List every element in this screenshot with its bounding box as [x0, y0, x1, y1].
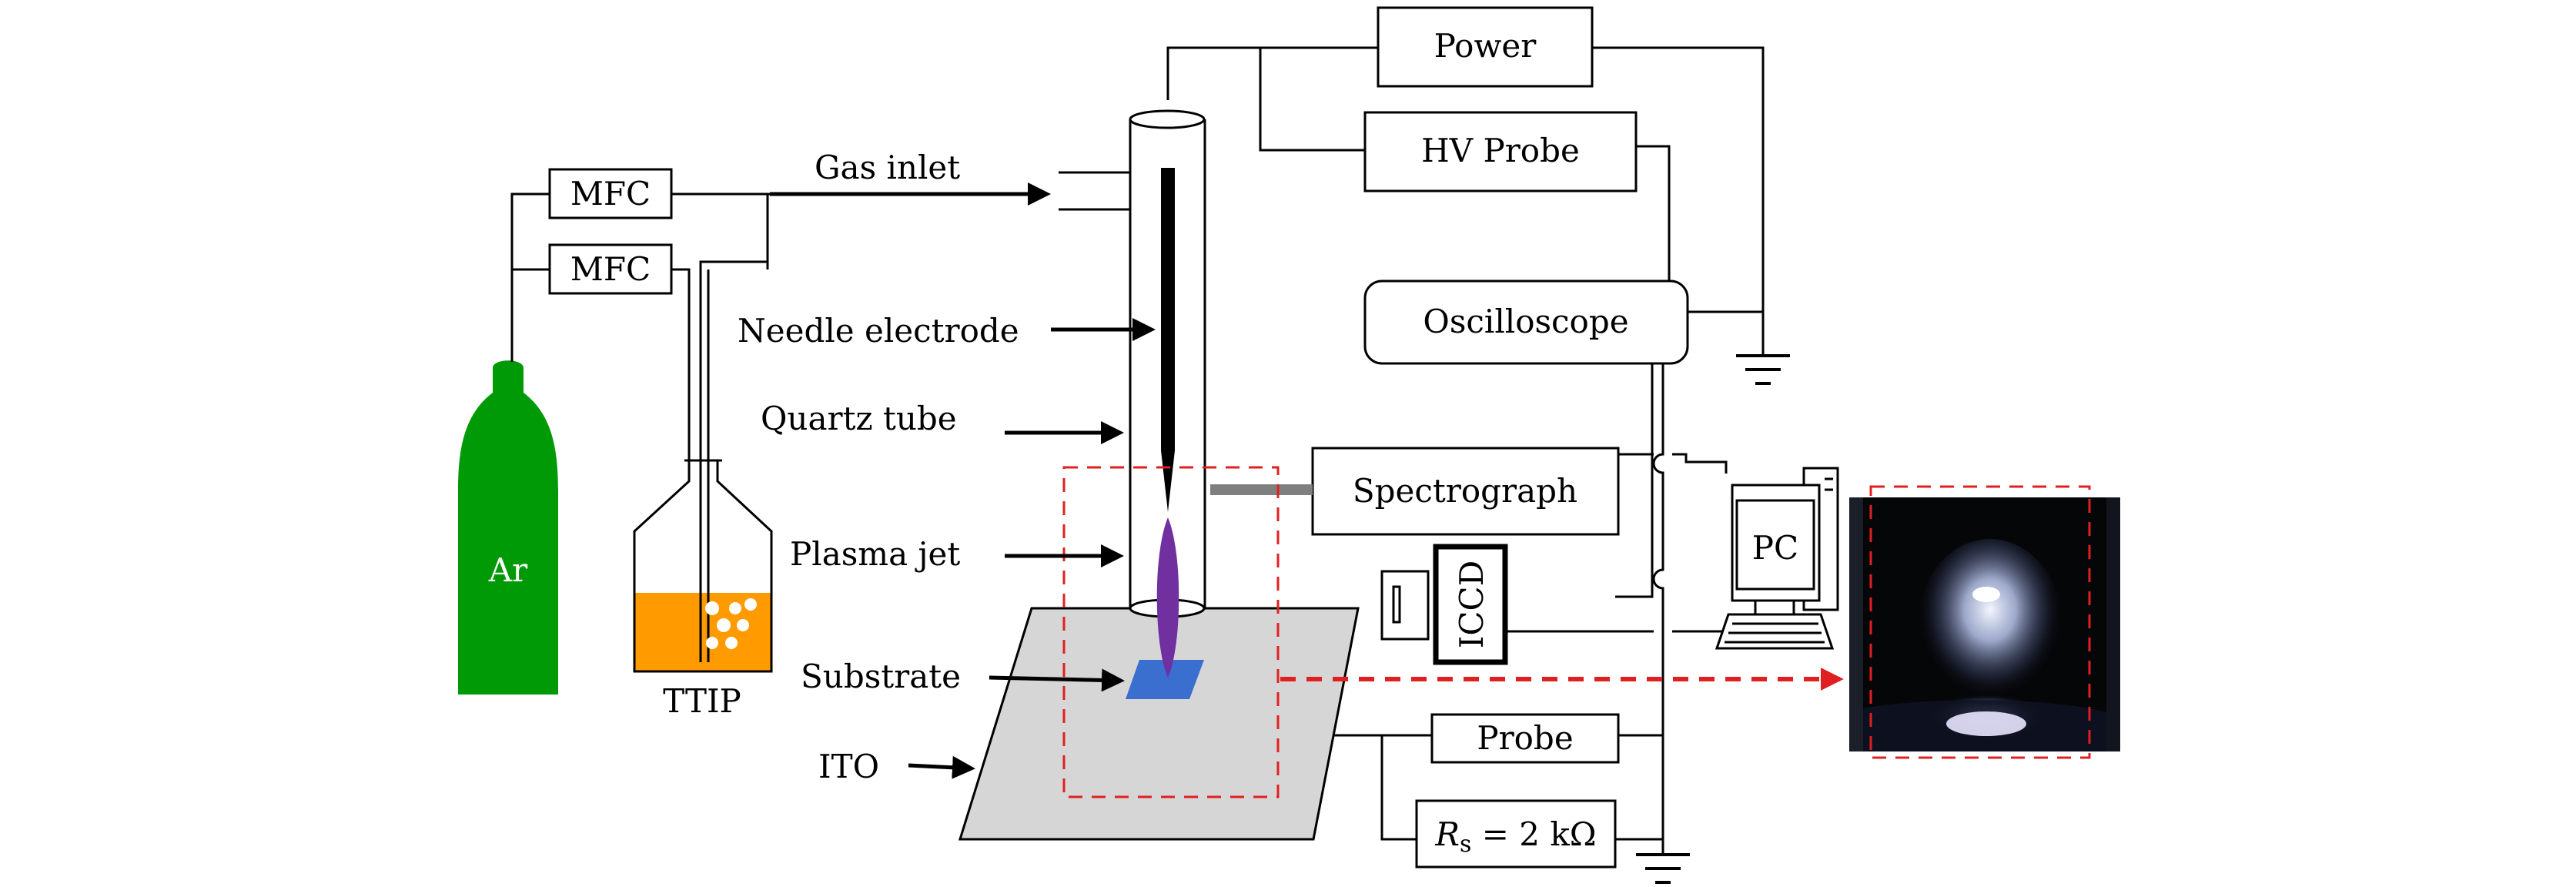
quartz-tube-label: Quartz tube — [761, 400, 957, 437]
gas-cylinder: Ar — [458, 360, 558, 695]
ar-label: Ar — [488, 551, 528, 589]
mfc-bottom-label: MFC — [570, 250, 651, 288]
power-label: Power — [1434, 27, 1537, 65]
ground-symbol-right — [1736, 354, 1790, 385]
power-box: Power — [1377, 6, 1594, 88]
quartz-tube — [1059, 109, 1206, 618]
probe-label: Probe — [1477, 719, 1573, 757]
substrate-label: Substrate — [801, 658, 961, 695]
gas-lines — [510, 192, 770, 460]
plasma-jet-label: Plasma jet — [790, 535, 960, 573]
mfc-bottom-box: MFC — [548, 243, 673, 295]
ito-callout: ITO — [818, 748, 975, 785]
gas-inlet-callout: Gas inlet — [770, 149, 1051, 206]
bubbler-bottle: TTIP — [633, 260, 773, 720]
oscilloscope-box: Oscilloscope — [1363, 279, 1689, 365]
highlight-region — [1062, 466, 1280, 798]
mfc-top-box: MFC — [548, 168, 673, 219]
ito-plate — [958, 607, 1360, 841]
plasma-jet-callout: Plasma jet — [790, 535, 1124, 573]
rs-subscript: s — [1460, 831, 1471, 858]
iccd-camera: ICCD — [1380, 544, 1508, 665]
substrate — [1126, 660, 1204, 699]
gas-inlet-label: Gas inlet — [815, 149, 960, 186]
oscilloscope-label: Oscilloscope — [1423, 303, 1628, 340]
spectrograph-box: Spectrograph — [1311, 447, 1620, 536]
hv-probe-label: HV Probe — [1421, 132, 1580, 169]
pc-label: PC — [1752, 529, 1798, 567]
needle-electrode — [1161, 168, 1175, 512]
probe-box: Probe — [1430, 713, 1620, 764]
spectrograph-label: Spectrograph — [1353, 472, 1577, 510]
quartz-tube-callout: Quartz tube — [761, 400, 1124, 444]
ito-label: ITO — [818, 748, 879, 785]
ttip-label: TTIP — [663, 682, 741, 720]
rs-value: = 2 kΩ — [1471, 815, 1596, 853]
rs-symbol: R — [1434, 815, 1460, 853]
hv-probe-box: HV Probe — [1363, 111, 1638, 192]
needle-electrode-callout: Needle electrode — [738, 312, 1156, 350]
wiring — [1166, 46, 1765, 841]
svg-text:Rs = 2 kΩ: Rs = 2 kΩ — [1434, 815, 1596, 858]
resistor-box: Rs = 2 kΩ — [1415, 799, 1617, 869]
mfc-top-label: MFC — [570, 175, 651, 213]
computer-icon: PC — [1715, 467, 1839, 650]
plasma-jet — [1156, 517, 1179, 678]
iccd-label: ICCD — [1453, 561, 1490, 649]
substrate-callout: Substrate — [801, 658, 1125, 695]
spectro-fiber — [1210, 484, 1313, 495]
needle-electrode-label: Needle electrode — [738, 312, 1019, 350]
ground-symbol-bottom — [1636, 853, 1690, 884]
plasma-photo — [1849, 485, 2120, 759]
